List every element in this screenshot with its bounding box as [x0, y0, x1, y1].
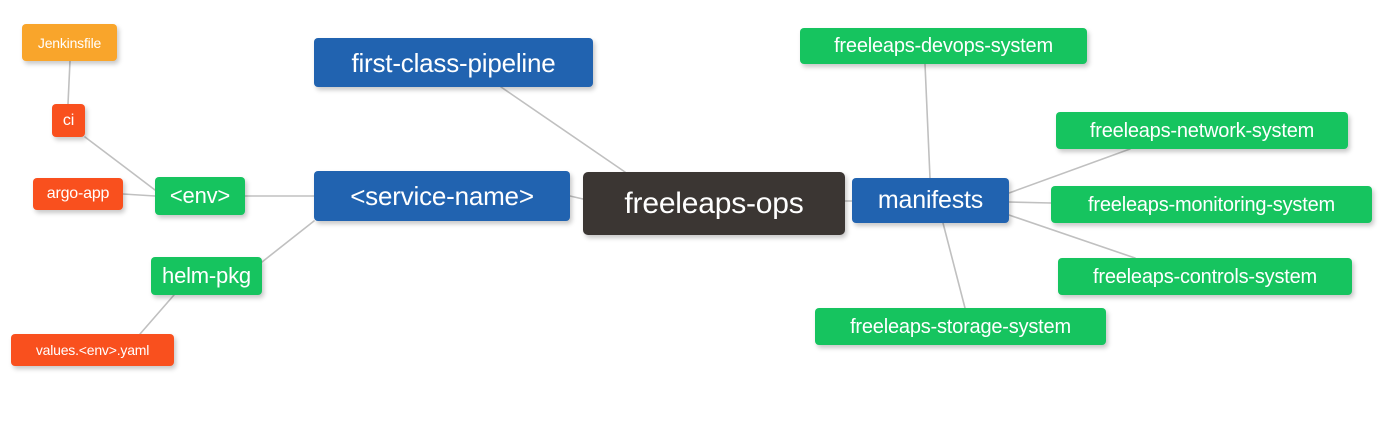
node-values-yaml[interactable]: values.<env>.yaml: [11, 334, 174, 366]
node-controls[interactable]: freeleaps-controls-system: [1058, 258, 1352, 295]
edge-manifests-to-devops: [924, 63, 931, 179]
node-network[interactable]: freeleaps-network-system: [1056, 112, 1348, 149]
node-jenkinsfile[interactable]: Jenkinsfile: [22, 24, 117, 61]
edge-service-name-to-root: [569, 195, 584, 200]
edge-pipeline-to-root: [500, 86, 626, 173]
node-devops[interactable]: freeleaps-devops-system: [800, 28, 1087, 64]
node-manifests[interactable]: manifests: [852, 178, 1009, 223]
node-root[interactable]: freeleaps-ops: [583, 172, 845, 235]
node-env[interactable]: <env>: [155, 177, 245, 215]
node-monitoring[interactable]: freeleaps-monitoring-system: [1051, 186, 1372, 223]
edge-argo-app-to-env: [122, 193, 156, 197]
node-storage[interactable]: freeleaps-storage-system: [815, 308, 1106, 345]
edge-manifests-to-storage: [942, 222, 966, 309]
node-pipeline[interactable]: first-class-pipeline: [314, 38, 593, 87]
node-ci[interactable]: ci: [52, 104, 85, 137]
edge-jenkinsfile-to-ci: [67, 60, 71, 105]
node-argo-app[interactable]: argo-app: [33, 178, 123, 210]
node-service-name[interactable]: <service-name>: [314, 171, 570, 221]
node-helm-pkg[interactable]: helm-pkg: [151, 257, 262, 295]
edge-manifests-to-monitoring: [1008, 201, 1052, 204]
edge-service-name-to-helm-pkg: [261, 220, 315, 263]
edge-helm-pkg-to-values-yaml: [139, 294, 175, 335]
